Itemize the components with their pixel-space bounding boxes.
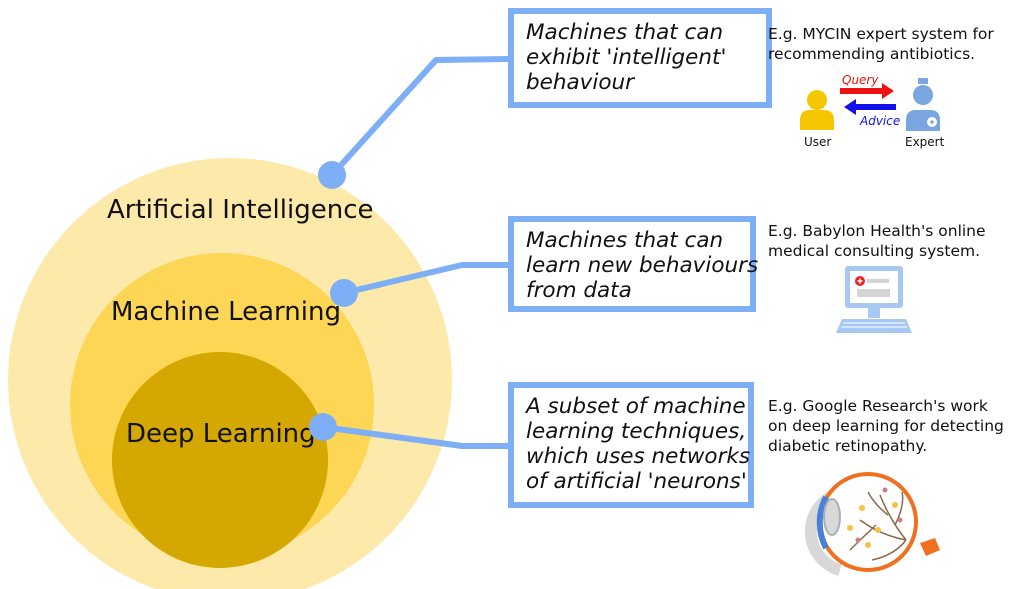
ai-definition-text: Machines that can exhibit 'intelligent' … <box>526 20 756 95</box>
example-line: on deep learning for detecting <box>768 417 1004 435</box>
ai-definition-line: behaviour <box>526 70 634 95</box>
user-icon <box>800 90 834 130</box>
computer-with-medical-app-icon <box>836 266 912 333</box>
query-arrow-icon <box>840 83 894 99</box>
advice-arrow-icon <box>844 99 896 115</box>
connector-dot-dl <box>309 413 337 441</box>
dl-definition-box: A subset of machine learning techniques,… <box>508 382 754 508</box>
dl-definition-line: of artificial 'neurons' <box>526 469 747 494</box>
example-line: diabetic retinopathy. <box>768 437 928 455</box>
ai-definition-box: Machines that can exhibit 'intelligent' … <box>508 8 772 108</box>
ml-definition-line: learn new behaviours <box>526 253 759 278</box>
expert-label: Expert <box>905 135 945 149</box>
example-line: E.g. Google Research's work <box>768 397 988 415</box>
ml-definition-line: Machines that can <box>526 228 724 253</box>
mycin-example-text: E.g. MYCIN expert system for recommendin… <box>768 24 994 64</box>
doctor-icon <box>906 78 940 131</box>
deep-learning-label: Deep Learning <box>126 419 316 449</box>
google-example-text: E.g. Google Research's work on deep lear… <box>768 396 1004 456</box>
ml-definition-box: Machines that can learn new behaviours f… <box>508 216 759 312</box>
example-line: medical consulting system. <box>768 242 981 260</box>
machine-learning-label: Machine Learning <box>111 297 341 327</box>
deep-learning-circle <box>112 352 328 568</box>
connector-line-dl <box>322 424 510 449</box>
ml-definition-text: Machines that can learn new behaviours f… <box>526 228 759 303</box>
ml-definition-line: from data <box>526 278 632 303</box>
connector-line-ai <box>329 56 511 178</box>
ai-definition-line: exhibit 'intelligent' <box>526 45 727 70</box>
dl-definition-line: A subset of machine <box>526 394 746 419</box>
user-label: User <box>804 135 831 149</box>
dl-definition-line: learning techniques, <box>526 419 747 444</box>
query-label: Query <box>842 73 879 87</box>
babylon-example-text: E.g. Babylon Health's online medical con… <box>768 221 986 261</box>
advice-label: Advice <box>859 114 900 128</box>
connector-dot-ai <box>318 161 346 189</box>
artificial-intelligence-label: Artificial Intelligence <box>107 195 374 225</box>
example-line: E.g. Babylon Health's online <box>768 222 986 240</box>
ai-definition-line: Machines that can <box>526 20 724 45</box>
dl-definition-line: which uses networks <box>526 444 751 469</box>
example-line: E.g. MYCIN expert system for <box>768 25 994 43</box>
dl-definition-text: A subset of machine learning techniques,… <box>526 394 751 494</box>
example-line: recommending antibiotics. <box>768 45 976 63</box>
connector-dot-ml <box>330 279 358 307</box>
mycin-icon-group: User Expert Query Advice <box>800 73 945 149</box>
eye-cross-section-icon <box>804 472 940 576</box>
connector-line-ml <box>343 262 510 296</box>
